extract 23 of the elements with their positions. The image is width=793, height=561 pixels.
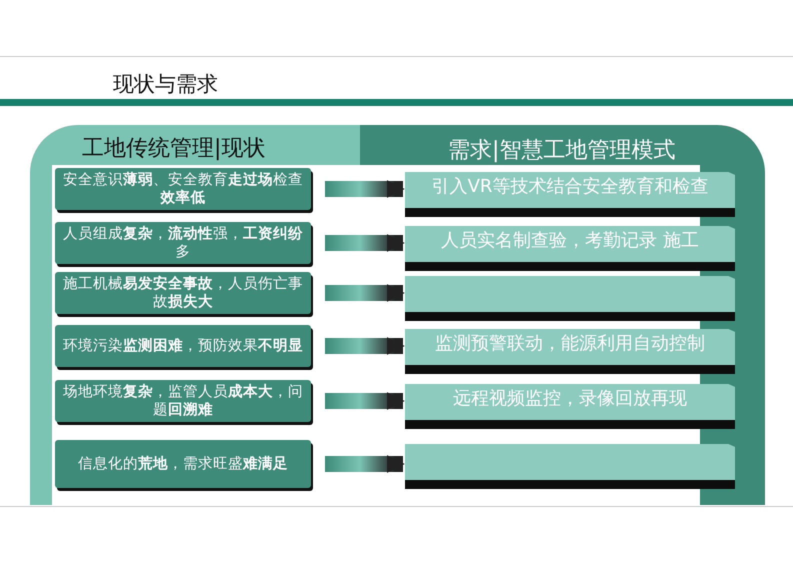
arrow bbox=[325, 392, 405, 410]
arrow bbox=[325, 284, 405, 302]
problem-box: 场地环境复杂，监管人员成本大，问题回溯难 bbox=[55, 380, 311, 422]
panel bbox=[360, 125, 765, 505]
blank-box bbox=[405, 276, 735, 312]
problem-box: 施工机械易发安全事故，人员伤亡事故损失大 bbox=[55, 272, 311, 314]
solution-box: 远程视频监控，录像回放再现 bbox=[405, 384, 735, 420]
arrow bbox=[325, 180, 405, 198]
problem-box: 信息化的荒地，需求旺盛难满足 bbox=[55, 440, 311, 488]
panel-heading: 需求|智慧工地管理模式 bbox=[448, 137, 676, 165]
problem-box: 安全意识薄弱、安全教育走过场检查效率低 bbox=[55, 168, 311, 210]
problem-box: 人员组成复杂，流动性强，工资纠纷多 bbox=[55, 222, 311, 264]
arrow bbox=[325, 234, 405, 252]
slide-title: 现状与需求 bbox=[113, 71, 218, 98]
solution-box: 监测预警联动，能源利用自动控制 bbox=[405, 329, 735, 365]
arrow bbox=[325, 455, 405, 473]
blank-box bbox=[405, 444, 735, 480]
solution-box: 人员实名制查验，考勤记录 施工 bbox=[405, 226, 735, 262]
arrow bbox=[325, 337, 405, 355]
solution-box: 引入VR等技术结合安全教育和检查 bbox=[405, 172, 735, 208]
panel bbox=[30, 125, 360, 505]
panel-heading: 工地传统管理|现状 bbox=[82, 135, 266, 163]
problem-box: 环境污染监测困难，预防效果不明显 bbox=[55, 325, 311, 367]
